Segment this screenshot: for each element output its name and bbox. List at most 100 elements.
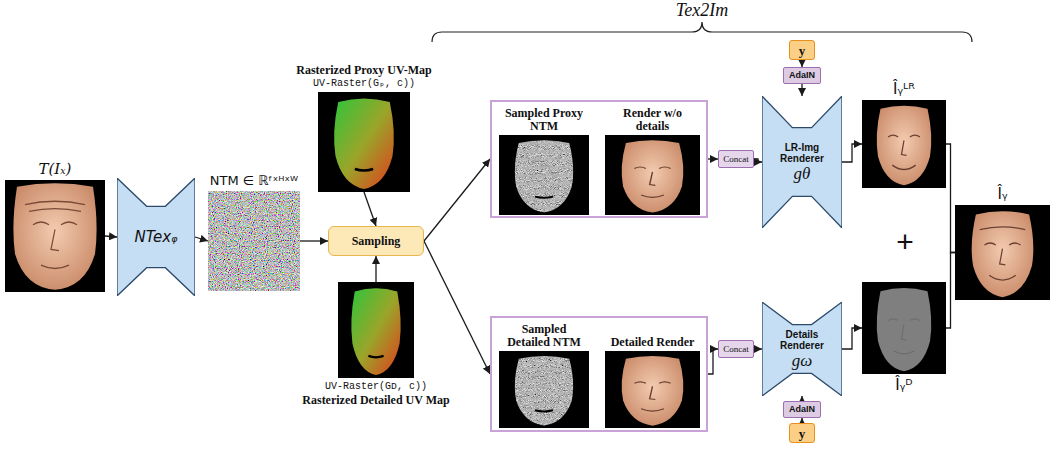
concat-box: Concat [718, 340, 754, 358]
text-holder: AdaIN [784, 402, 820, 417]
node-text: gθ [794, 164, 811, 183]
output-image: Îᵧ [955, 205, 1050, 300]
sampled-ntm [499, 135, 589, 215]
hourglass-outline [762, 96, 842, 228]
connector-arrow [754, 348, 762, 349]
connector-arrow [105, 236, 117, 237]
node-text: NTexᵩ [135, 228, 178, 246]
node-text: Detailed Render [605, 336, 700, 349]
text-holder: y [790, 41, 814, 59]
connector-arrow [708, 158, 718, 159]
texture-image [5, 180, 105, 292]
ntm-image: Sampled Detailed NTM [499, 351, 589, 428]
node-text: UV-Raster(Gᴅ, c)) [302, 380, 449, 393]
face-render [955, 205, 1050, 300]
node-text: Details Renderer [774, 329, 830, 351]
noise-fill [208, 191, 300, 291]
node-text: AdaIN [789, 404, 815, 415]
connector-arrow [708, 349, 718, 374]
face-render [605, 351, 700, 428]
uv-map [318, 92, 410, 192]
image-ground [5, 180, 105, 292]
node-text: Îᵧᴸᴿ [893, 80, 915, 98]
ntm-image: Sampled Proxy NTM [499, 135, 589, 215]
connector-arrow [424, 241, 490, 374]
node-text: y [799, 43, 806, 58]
face-features [634, 167, 670, 197]
hourglass-outline [117, 178, 195, 296]
heading-group: Sampled Detailed NTM [499, 323, 589, 349]
renderer-network: LR-Img Renderergθ [762, 96, 842, 228]
node-text: Îᵧᴰ [895, 376, 912, 394]
connector-arrow [195, 237, 208, 241]
node-text: AdaIN [789, 70, 815, 81]
node-text: Sampled Proxy NTM [499, 107, 589, 133]
node-text: LR-Img Renderer [774, 142, 830, 164]
text-holder: Sampling [329, 227, 423, 255]
heading-group: Îᵧᴸᴿ [893, 80, 915, 98]
text-holder: Concat [719, 341, 753, 357]
image-ground [605, 135, 700, 215]
heading-group: NTM ∈ ℝᶠˣᴴˣᵂ [210, 173, 298, 189]
heading-group: Îᵧ [997, 185, 1007, 203]
heading-group: UV-Raster(Gᴅ, c))Rasterized Detailed UV … [302, 380, 449, 407]
sampling-box: Sampling [328, 226, 424, 256]
face-features [634, 382, 670, 411]
text-holder: AdaIN [784, 68, 820, 83]
renderer-network: Details Renderergω [762, 302, 842, 396]
face-features [980, 227, 1026, 280]
node-text: UV-Raster(Gₚ, c)) [296, 77, 432, 90]
heading-group: Render w/o details [605, 107, 700, 133]
node-text: Sampled Detailed NTM [499, 323, 589, 349]
face [622, 140, 684, 212]
mouth-gap [355, 169, 373, 171]
mouth-gap [535, 410, 553, 411]
adain-box: AdaIN [783, 401, 821, 418]
plus-sign: + [890, 226, 920, 258]
node-text: Rasterized Detailed UV Map [302, 393, 449, 407]
image-ground [499, 351, 589, 428]
uv-map [338, 282, 414, 378]
connector-arrow [801, 84, 802, 96]
text-holder: LR-Img Renderergθ [762, 96, 842, 228]
connector-line [946, 144, 955, 253]
face [622, 356, 684, 426]
connector-arrow [842, 144, 862, 162]
connector-arrow [801, 60, 802, 67]
node-text: Rasterized Proxy UV-Map [296, 63, 432, 77]
mouth-gap [535, 197, 553, 198]
image-ground [605, 351, 700, 428]
node-text: Sampling [352, 234, 401, 248]
noise-face [499, 351, 589, 428]
condition-box: y [789, 40, 815, 60]
connector-arrow [424, 159, 490, 241]
uv-map-image: UV-Raster(Gᴅ, c))Rasterized Detailed UV … [338, 282, 414, 378]
node-text: NTM ∈ ℝᶠˣᴴˣᵂ [210, 173, 298, 189]
connector-arrow [364, 192, 376, 226]
uv-face [334, 99, 394, 190]
text-holder: NTexᵩ [117, 178, 195, 296]
condition-box: y [789, 423, 815, 443]
connector-arrow [300, 240, 328, 241]
noise-face [499, 135, 589, 215]
image-ground [318, 92, 410, 192]
heading-group: Rasterized Proxy UV-MapUV-Raster(Gₚ, c)) [296, 63, 432, 90]
grey-face [877, 288, 932, 371]
node-text: y [799, 426, 806, 441]
adain-box: AdaIN [783, 67, 821, 84]
output-image: Îᵧᴸᴿ [862, 100, 946, 188]
output-image: Îᵧᴰ [862, 282, 946, 374]
face [877, 106, 932, 186]
image-ground [862, 100, 946, 188]
mouth-gap [368, 356, 383, 357]
node-text: Render w/o details [605, 107, 700, 133]
connector-arrow [754, 159, 762, 162]
uv-map-image: Rasterized Proxy UV-MapUV-Raster(Gₚ, c)) [318, 92, 410, 192]
image-group: Sampled Proxy NTM Render w/o details [490, 100, 708, 218]
encoder-network: NTexᵩ [117, 178, 195, 296]
node-text: gω [792, 351, 813, 370]
heading-group: Detailed Render [605, 336, 700, 349]
connector-arrow [375, 256, 376, 282]
text-holder: y [790, 424, 814, 442]
